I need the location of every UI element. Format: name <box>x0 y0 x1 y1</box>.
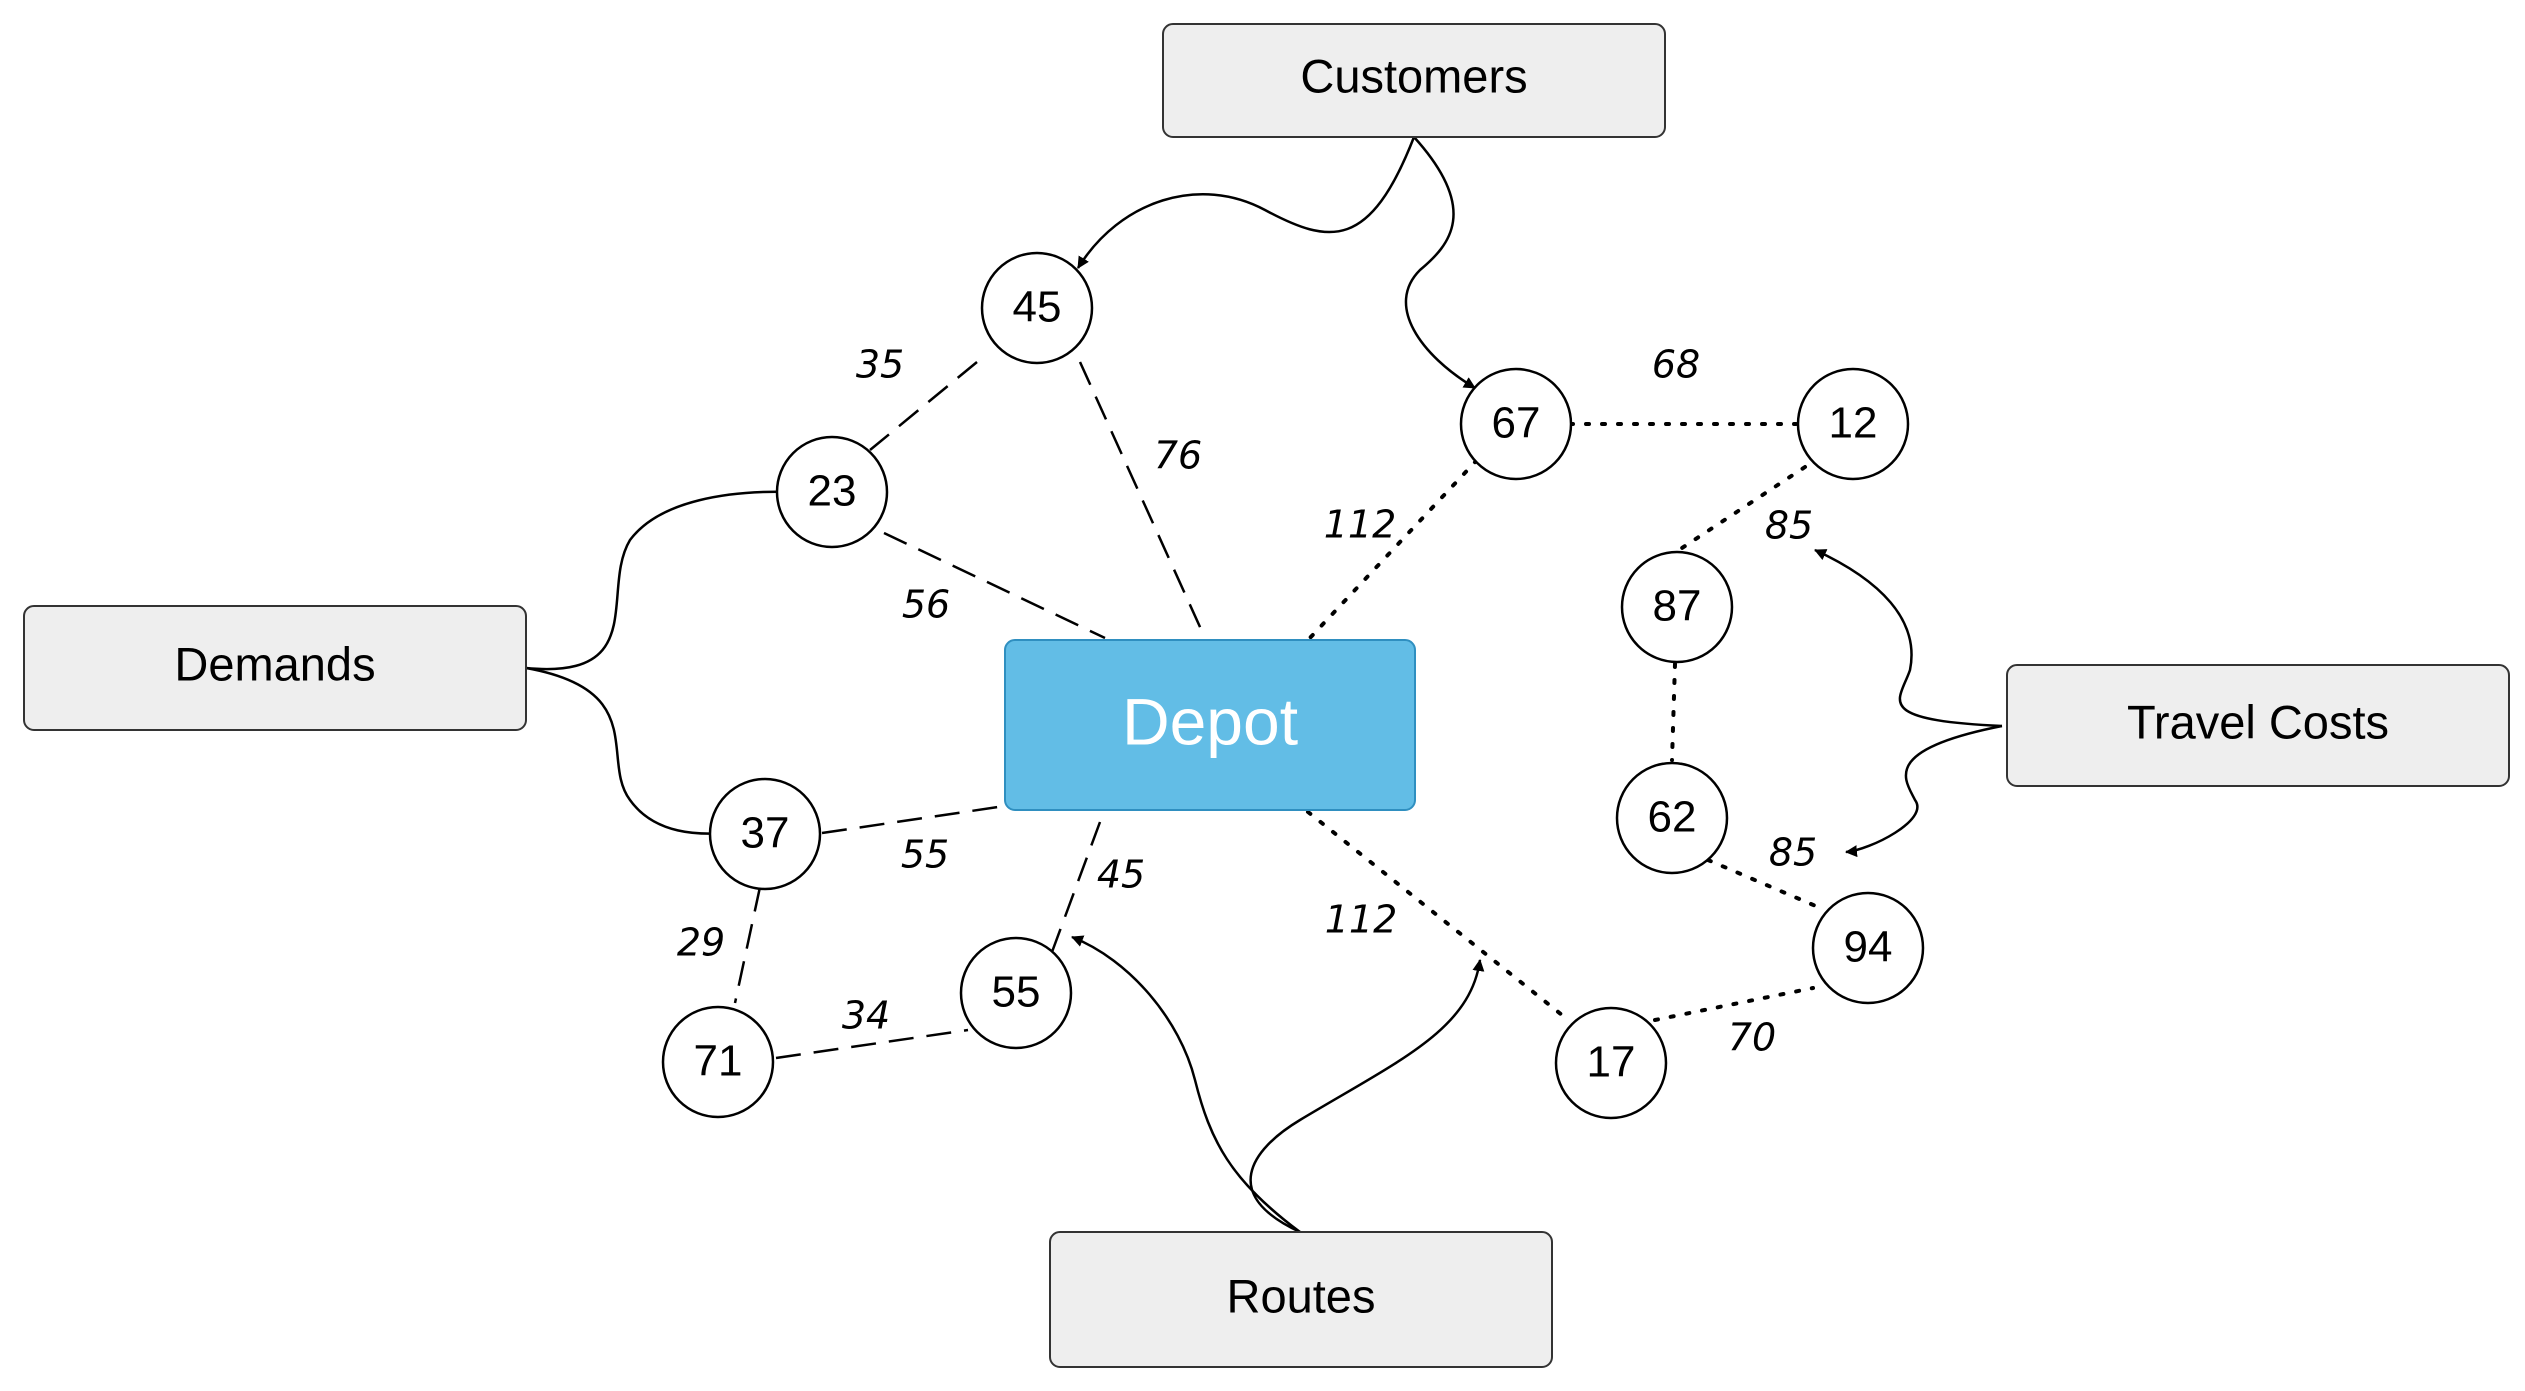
node-87: 87 <box>1620 550 1734 664</box>
edge-label-37-depot: 55 <box>901 833 949 877</box>
edge-17-94 <box>1653 986 1815 1022</box>
node-23-label: 23 <box>808 467 857 516</box>
edge-55-depot <box>1050 821 1102 953</box>
node-45: 45 <box>980 251 1094 365</box>
edge-label-23-depot: 56 <box>902 583 950 627</box>
travel-costs-to-upper-85-arrow <box>1814 548 2003 728</box>
depot-label: Depot <box>1122 684 1298 758</box>
edge-label-12-87: 85 <box>1765 504 1813 548</box>
node-71-label: 71 <box>694 1037 743 1086</box>
node-55-label: 55 <box>992 968 1041 1017</box>
edge-label-55-depot: 45 <box>1097 853 1145 897</box>
node-62-label: 62 <box>1648 793 1697 842</box>
edge-17-depot <box>1306 810 1564 1017</box>
edge-label-17-depot: 112 <box>1325 898 1398 942</box>
edge-label-67-12: 68 <box>1652 343 1700 387</box>
routes-label: Routes <box>1227 1269 1376 1322</box>
node-55: 55 <box>959 936 1073 1050</box>
edge-label-45-depot: 76 <box>1154 434 1202 478</box>
node-94-label: 94 <box>1844 923 1893 972</box>
node-12-label: 12 <box>1829 399 1878 448</box>
node-67-label: 67 <box>1492 399 1541 448</box>
customers-to-67-arrow <box>1404 136 1476 390</box>
edge-label-45-23: 35 <box>856 343 904 387</box>
node-23: 23 <box>775 435 889 549</box>
edge-37-depot <box>821 804 1006 835</box>
node-87-label: 87 <box>1653 582 1702 631</box>
travel-costs-to-lower-85-arrow <box>1845 724 2003 858</box>
node-17: 17 <box>1554 1006 1668 1120</box>
edge-67-depot <box>1306 458 1479 642</box>
customers-box: Customers <box>1162 23 1666 138</box>
customers-to-45-arrow <box>1076 136 1416 269</box>
node-62: 62 <box>1615 761 1729 875</box>
node-12: 12 <box>1796 367 1910 481</box>
edge-45-depot <box>1078 361 1207 639</box>
edge-37-71 <box>733 886 762 1004</box>
demands-to-37-arrow <box>525 666 728 840</box>
edge-label-71-55: 34 <box>842 994 890 1038</box>
node-45-label: 45 <box>1013 283 1062 332</box>
edge-45-23 <box>869 361 978 451</box>
edge-71-55 <box>775 1028 969 1060</box>
edge-label-67-depot: 112 <box>1324 503 1397 547</box>
travel-costs-label: Travel Costs <box>2127 695 2389 748</box>
depot-box: Depot <box>1004 639 1416 811</box>
edge-label-17-94: 70 <box>1728 1016 1776 1060</box>
node-67: 67 <box>1459 367 1573 481</box>
edge-23-depot <box>883 531 1106 640</box>
travel-costs-box: Travel Costs <box>2006 664 2510 787</box>
routes-to-17-edge-arrow <box>1249 959 1485 1234</box>
edge-87-62 <box>1670 662 1677 762</box>
routes-box: Routes <box>1049 1231 1553 1368</box>
node-37: 37 <box>708 777 822 891</box>
demands-box: Demands <box>23 605 527 731</box>
edge-label-37-71: 29 <box>677 921 725 965</box>
edge-62-94 <box>1706 858 1820 909</box>
node-71: 71 <box>661 1005 775 1119</box>
routes-to-55-arrow <box>1071 935 1301 1234</box>
node-94: 94 <box>1811 891 1925 1005</box>
node-37-label: 37 <box>741 809 790 858</box>
edge-label-62-94: 85 <box>1769 831 1817 875</box>
node-17-label: 17 <box>1587 1038 1636 1087</box>
demands-to-23-arrow <box>525 485 795 671</box>
customers-label: Customers <box>1300 49 1527 102</box>
demands-label: Demands <box>174 637 375 690</box>
